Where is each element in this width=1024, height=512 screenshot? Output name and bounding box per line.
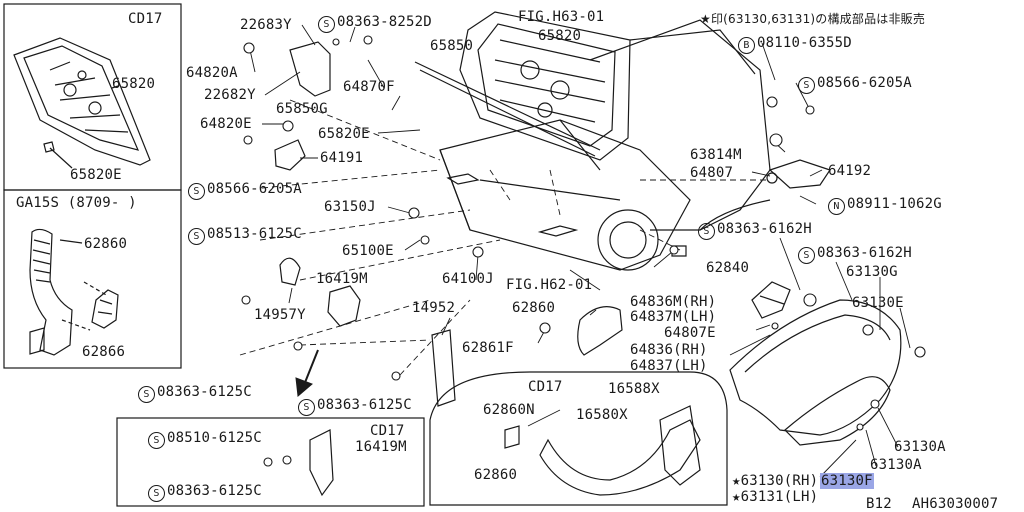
part-64837: 64837(LH): [630, 358, 708, 374]
part-16419M: 16419M: [316, 271, 368, 287]
s-symbol: S: [148, 485, 165, 502]
inset-bm-part-3: 16580X: [576, 407, 628, 423]
inset-bm-title: CD17: [528, 379, 563, 395]
part-label: 08566-6205A: [817, 75, 912, 91]
part-label: 08513-6125C: [207, 226, 302, 242]
part-65820E: 65820E: [318, 126, 370, 142]
inset-bm-part-1: 16588X: [608, 381, 660, 397]
part-label: 08363-6125C: [157, 384, 252, 400]
s-symbol: S: [798, 247, 815, 264]
part-label: 08510-6125C: [167, 430, 262, 446]
part-64836M: 64836M(RH): [630, 294, 717, 310]
inset-left-title: GA15S (8709- ): [16, 195, 137, 211]
part-63814M: 63814M: [690, 147, 742, 163]
main-hood-drawing: [414, 11, 631, 161]
part-65820: 65820: [538, 28, 582, 44]
part-63130F: 63130F: [820, 473, 874, 489]
part-64192: 64192: [828, 163, 872, 179]
s-symbol: S: [138, 386, 155, 403]
part-64807E: 64807E: [664, 325, 716, 341]
part-63131-lh: ★63131(LH): [732, 489, 819, 505]
inset-bl-part-2: 16419M: [355, 439, 407, 455]
s-symbol: S: [698, 223, 715, 240]
part-64191: 64191: [320, 150, 364, 166]
part-64820E: 64820E: [200, 116, 252, 132]
part-63130-rh: ★63130(RH): [732, 473, 819, 489]
inset-top-title: CD17: [128, 11, 163, 27]
part-14952: 14952: [412, 300, 456, 316]
fasteners: [241, 35, 926, 467]
inset-bl-title: CD17: [370, 423, 405, 439]
highlighted-part-label: 63130F: [820, 473, 874, 489]
s-symbol: S: [188, 228, 205, 245]
s-symbol: S: [298, 399, 315, 416]
part-label: 08911-1062G: [847, 196, 942, 212]
part-label: 08363-6162H: [817, 245, 912, 261]
part-62861F: 62861F: [462, 340, 514, 356]
inset-hood-drawing: [13, 37, 151, 169]
part-label: 08363-6125C: [167, 483, 262, 499]
part-63150J: 63150J: [324, 199, 376, 215]
inset-top-part-2: 65820E: [70, 167, 122, 183]
part-62860-mid: 62860: [512, 300, 556, 316]
part-label: 08566-6205A: [207, 181, 302, 197]
diagram-code-b12: B12: [866, 496, 892, 512]
s-symbol: S: [318, 16, 335, 33]
leader-lines: [249, 24, 911, 478]
part-label: 08363-6125C: [317, 397, 412, 413]
part-65100E: 65100E: [342, 243, 394, 259]
part-63130A-a: 63130A: [894, 439, 946, 455]
fig-ref-h62: FIG.H62-01: [506, 277, 593, 293]
dashed-guide-lines: [239, 99, 770, 376]
part-65850G: 65850G: [276, 101, 328, 117]
part-64807: 64807: [690, 165, 734, 181]
note-text: ★印(63130,63131)の構成部品は非販売: [700, 12, 926, 26]
components-drawing: [274, 41, 831, 497]
part-14957Y: 14957Y: [254, 307, 306, 323]
inset-bm-part-2: 62860N: [483, 402, 535, 418]
b-symbol: B: [738, 37, 755, 54]
n-symbol: N: [828, 198, 845, 215]
part-64870F: 64870F: [343, 79, 395, 95]
inset-top-part-1: 65820: [112, 76, 156, 92]
part-62840: 62840: [706, 260, 750, 276]
part-label: 08110-6355D: [757, 35, 852, 51]
direction-arrow: [295, 349, 319, 397]
inset-bm-part-4: 62860: [474, 467, 518, 483]
inset-left-part-2: 62866: [82, 344, 126, 360]
part-64820A: 64820A: [186, 65, 238, 81]
part-64836: 64836(RH): [630, 342, 708, 358]
part-22682Y: 22682Y: [204, 87, 256, 103]
inset-intake-drawing: [29, 228, 119, 356]
inset-frames: [3, 3, 728, 507]
s-symbol: S: [148, 432, 165, 449]
part-22683Y: 22683Y: [240, 17, 292, 33]
part-63130A-b: 63130A: [870, 457, 922, 473]
part-label: 08363-8252D: [337, 14, 432, 30]
s-symbol: S: [188, 183, 205, 200]
inset-left-part-1: 62860: [84, 236, 128, 252]
part-64100J: 64100J: [442, 271, 494, 287]
fig-ref-h63: FIG.H63-01: [518, 9, 605, 25]
part-63130E: 63130E: [852, 295, 904, 311]
s-symbol: S: [798, 77, 815, 94]
part-63130G: 63130G: [846, 264, 898, 280]
diagram-code-id: AH63030007: [912, 496, 999, 512]
part-64837M: 64837M(LH): [630, 309, 717, 325]
part-label: 08363-6162H: [717, 221, 812, 237]
part-65850: 65850: [430, 38, 474, 54]
